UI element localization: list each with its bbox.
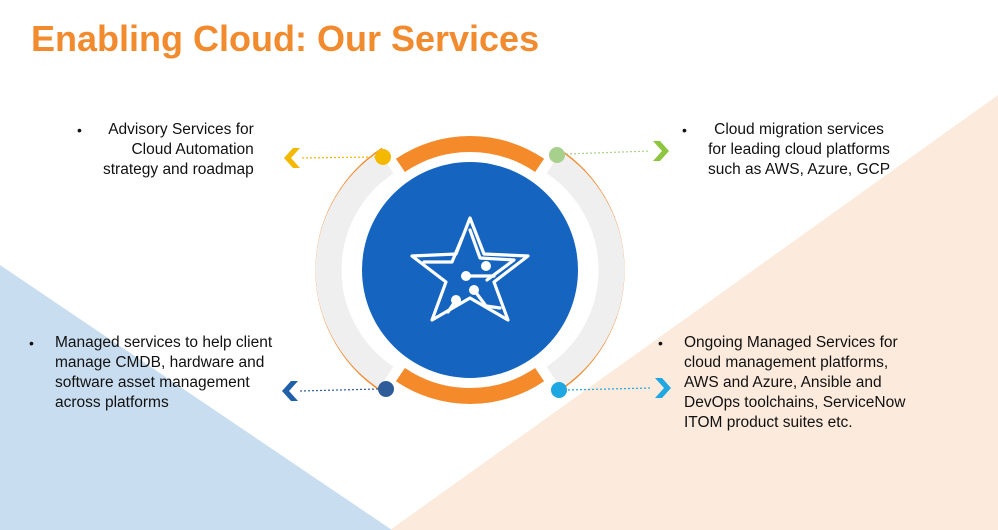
- center-circle: [362, 162, 578, 378]
- bullet: •: [29, 335, 34, 351]
- service-item-managed: • Managed services to help client manage…: [29, 333, 309, 413]
- service-item-ongoing: • Ongoing Managed Services for cloud man…: [658, 333, 958, 433]
- service-text: Managed services to help client manage C…: [55, 334, 273, 411]
- chevron-left-icon: [282, 381, 298, 401]
- service-text: Cloud migration services for leading clo…: [708, 121, 891, 178]
- background-peach-triangle: [390, 95, 998, 530]
- dot-cyan: [551, 382, 567, 398]
- orange-arc-bottom: [395, 367, 545, 404]
- chevron-left-icon: [284, 148, 300, 168]
- gray-ring-right: [546, 151, 625, 389]
- dot-yellow: [375, 149, 391, 165]
- connector-br: [567, 387, 651, 391]
- bullet: •: [682, 122, 687, 138]
- orange-arc-top: [395, 136, 545, 173]
- bullet: •: [77, 122, 82, 138]
- bullet: •: [658, 335, 663, 351]
- chevron-right-icon: [653, 141, 669, 161]
- chevron-right-icon: [655, 378, 671, 398]
- dot-navy: [378, 381, 394, 397]
- gray-ring-left: [315, 151, 394, 389]
- dot-green: [549, 147, 565, 163]
- background-blue-triangle: [0, 265, 392, 530]
- connector-bl: [299, 388, 379, 392]
- service-text: Advisory Services for Cloud Automation s…: [103, 121, 254, 178]
- connector-tr: [565, 150, 651, 155]
- page-title: Enabling Cloud: Our Services: [31, 18, 540, 59]
- connector-tl: [299, 156, 377, 159]
- service-item-advisory: • Advisory Services for Cloud Automation…: [77, 120, 267, 180]
- service-item-migration: • Cloud migration services for leading c…: [682, 120, 902, 180]
- service-text: Ongoing Managed Services for cloud manag…: [684, 334, 906, 431]
- star-network-icon: [410, 216, 530, 322]
